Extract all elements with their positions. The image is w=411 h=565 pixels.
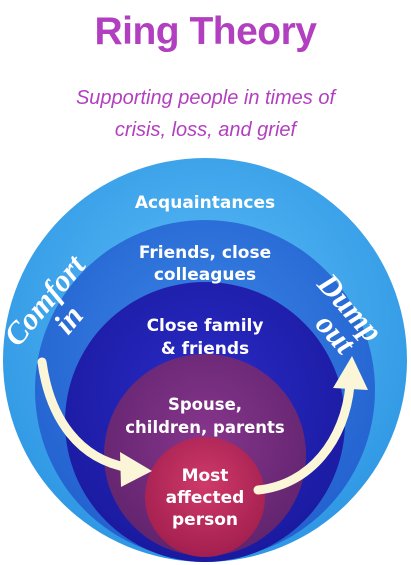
subtitle-line-1: Supporting people in times of xyxy=(75,87,336,109)
page-title: Ring Theory xyxy=(94,10,317,53)
comfort-in-arrowhead xyxy=(120,452,152,487)
ring-label-spouse-line-2: children, parents xyxy=(125,418,285,437)
subtitle-line-2: crisis, loss, and grief xyxy=(114,119,297,141)
ring-most-affected xyxy=(145,437,265,557)
subtitle: Supporting people in times of crisis, lo… xyxy=(0,82,411,146)
ring-label-spouse-line-1: Spouse, xyxy=(168,395,242,414)
dump-out-arrow xyxy=(253,380,355,495)
ring-label-close-family-line-2: & friends xyxy=(161,339,249,359)
ring-label-friends-line-2: colleagues xyxy=(154,265,256,285)
ring-label-most-affected-line-2: affected xyxy=(166,488,245,508)
ring-label-close-family-line-1: Close family xyxy=(147,316,264,336)
ring-label-acquaintances: Acquaintances xyxy=(135,193,275,213)
comfort-in-arrow xyxy=(37,357,135,473)
ring-label-friends-line-1: Friends, close xyxy=(139,243,271,263)
ring-label-most-affected-line-3: person xyxy=(172,510,238,530)
dump-out-arrowhead xyxy=(333,356,368,390)
ring-label-most-affected-line-1: Most xyxy=(182,466,229,486)
